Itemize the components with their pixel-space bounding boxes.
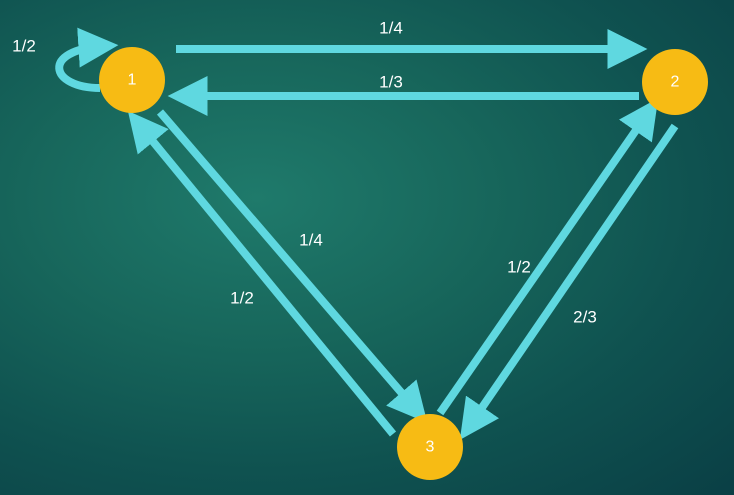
edge-1-to-3 [156, 109, 428, 423]
node-1: 1 [99, 47, 165, 113]
edge-label-3-to-2: 1/2 [507, 258, 531, 277]
edge-label-1-to-3: 1/4 [299, 231, 323, 250]
node-2: 2 [642, 49, 708, 115]
edge-label-1-to-1: 1/2 [12, 37, 36, 56]
edge-label-3-to-1: 1/2 [230, 289, 254, 308]
edge-label-2-to-3: 2/3 [573, 308, 597, 327]
node-1-label: 1 [128, 72, 137, 89]
edge-3-to-2 [436, 98, 659, 416]
node-3: 3 [397, 414, 463, 480]
node-3-label: 3 [426, 439, 435, 456]
edge-2-to-3 [459, 123, 679, 440]
node-2-label: 2 [671, 74, 680, 91]
edge-label-1-to-2: 1/4 [379, 19, 403, 38]
edge-label-2-to-1: 1/3 [379, 73, 403, 92]
edge-3-to-1 [127, 110, 397, 437]
edge-1-to-1 [55, 27, 119, 92]
